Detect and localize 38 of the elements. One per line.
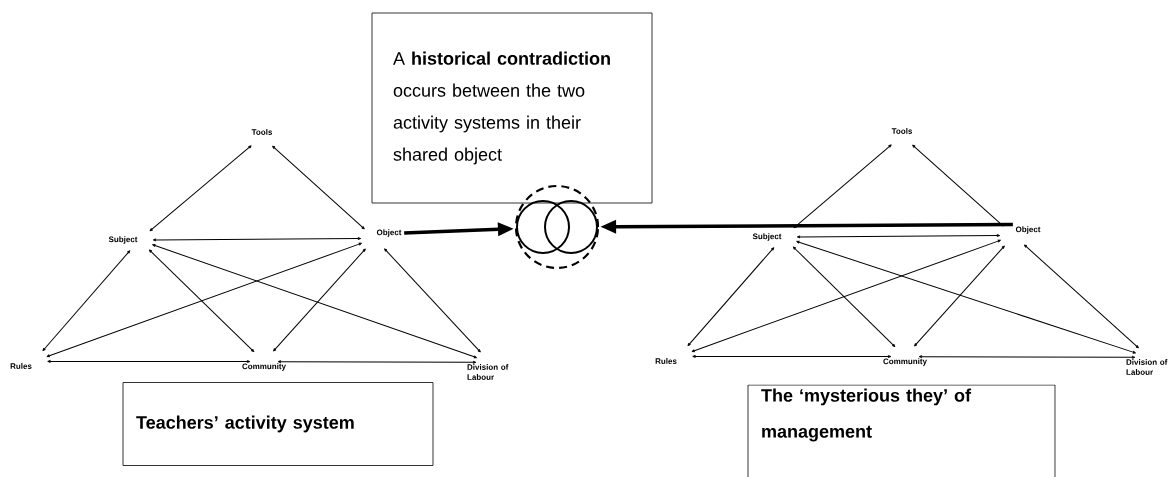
arrow bbox=[792, 246, 896, 348]
node-label: Division of Labour bbox=[467, 364, 509, 380]
arrow bbox=[914, 245, 1005, 347]
node-label: Division of Labour bbox=[1126, 359, 1168, 375]
arrow bbox=[384, 248, 481, 353]
node-label: Rules bbox=[655, 358, 677, 364]
node-label: Tools bbox=[251, 129, 273, 135]
node-label: Rules bbox=[10, 363, 32, 369]
text-box: Teachers’ activity system bbox=[122, 382, 434, 466]
arrow bbox=[149, 145, 252, 232]
arrow bbox=[148, 249, 255, 353]
arrow bbox=[273, 248, 366, 352]
node-label: Object bbox=[1015, 226, 1041, 234]
arrow bbox=[692, 354, 892, 359]
arrow bbox=[793, 144, 892, 229]
arrow bbox=[277, 360, 477, 364]
arrow bbox=[46, 242, 362, 358]
arrow bbox=[918, 355, 1136, 359]
node-label: Community bbox=[883, 358, 927, 366]
arrow bbox=[272, 145, 365, 230]
arrow bbox=[1023, 244, 1139, 349]
arrow bbox=[152, 244, 478, 359]
arrow bbox=[796, 240, 1136, 354]
text-box: A historical contradiction occurs between the two activity systems in their shared object bbox=[371, 12, 653, 204]
node-label: Subject bbox=[108, 236, 138, 244]
arrow bbox=[42, 250, 131, 352]
node-label: Community bbox=[242, 363, 286, 371]
arrow bbox=[152, 237, 362, 242]
text-box: The ‘mysterious they’ of management bbox=[747, 384, 1056, 477]
arrow bbox=[912, 144, 1004, 227]
node-label: Subject bbox=[752, 233, 782, 241]
arrow bbox=[796, 234, 1001, 239]
arrow bbox=[691, 239, 1001, 353]
node-label: Object bbox=[376, 229, 402, 237]
arrow bbox=[47, 359, 251, 364]
arrow bbox=[687, 247, 775, 347]
venn-circle bbox=[514, 184, 600, 270]
node-label: Tools bbox=[891, 128, 913, 134]
